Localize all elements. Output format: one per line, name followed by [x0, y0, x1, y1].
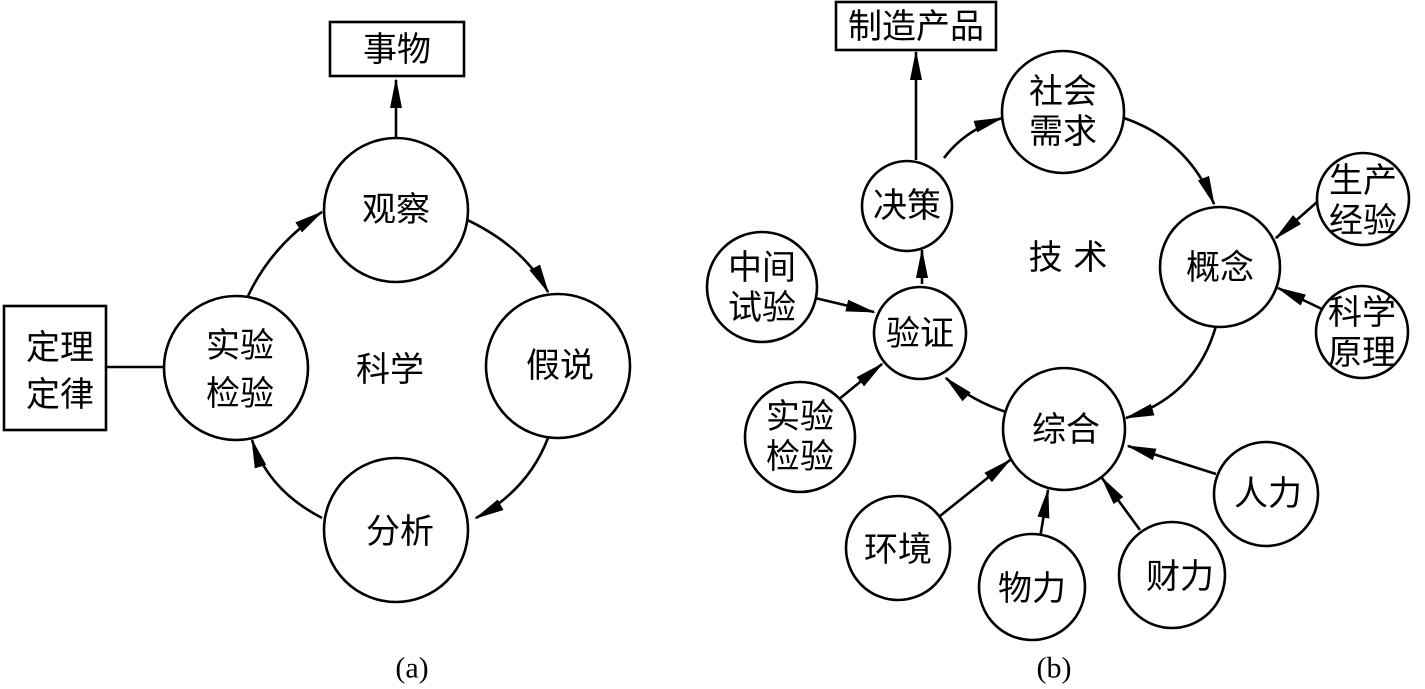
science-center-label: 科学 — [356, 350, 424, 390]
node-hypothesis: 假说 — [484, 292, 632, 440]
node-concept: 概念 — [1158, 205, 1282, 329]
node-experiment-a-label-2: 检验 — [206, 374, 274, 414]
node-observe: 观察 — [322, 136, 470, 284]
node-science-label-2: 原理 — [1328, 333, 1396, 373]
node-verify-label: 验证 — [886, 314, 954, 354]
node-hypothesis-label: 假说 — [526, 346, 594, 386]
node-pilot: 中间 试验 — [705, 230, 819, 344]
arrow-manpower-to-synthesis — [1126, 444, 1217, 476]
node-manpower: 人力 — [1212, 440, 1320, 548]
product-label: 制造产品 — [848, 7, 984, 47]
node-material: 物力 — [977, 532, 1087, 642]
arrow-experiment-to-verify — [837, 362, 884, 402]
node-environment-label: 环境 — [864, 530, 932, 570]
node-material-label: 物力 — [998, 569, 1066, 609]
caption-a: (a) — [395, 652, 428, 685]
node-science: 科学 原理 — [1314, 284, 1410, 380]
arrow-experiment-to-observe — [246, 210, 324, 297]
node-decision-label: 决策 — [873, 186, 941, 226]
node-experiment-b-label-2: 检验 — [766, 437, 834, 477]
node-synthesis: 综合 — [1001, 366, 1127, 492]
node-demand-label-1: 社会 — [1029, 72, 1097, 112]
node-production-label-1: 生产 — [1329, 161, 1397, 201]
panel-b: 制造产品 社会 需求 决策 概念 生产 经验 科学 原理 中间 — [705, 0, 1411, 685]
arrow-demand-to-concept — [1123, 116, 1216, 206]
arrow-synthesis-to-verify — [944, 376, 1007, 414]
laws-label-line-1: 定理 — [26, 328, 94, 368]
node-experiment-b: 实验 检验 — [743, 380, 857, 494]
node-experiment-b-label-1: 实验 — [766, 397, 834, 437]
node-analysis-label: 分析 — [366, 512, 434, 552]
node-manpower-label: 人力 — [1234, 474, 1302, 514]
things-box: 事物 — [328, 20, 466, 78]
node-production-label-2: 经验 — [1329, 201, 1397, 241]
node-observe-label: 观察 — [362, 190, 430, 230]
node-synthesis-label: 综合 — [1032, 410, 1100, 450]
node-concept-label: 概念 — [1186, 248, 1254, 288]
technology-center-label: 技 术 — [1029, 238, 1108, 278]
node-experiment-a-label-1: 实验 — [206, 326, 274, 366]
arrow-analysis-to-experiment — [250, 438, 323, 520]
caption-b: (b) — [1037, 652, 1072, 685]
node-production: 生产 经验 — [1315, 151, 1411, 247]
arrow-hypothesis-to-analysis — [474, 437, 550, 520]
node-decision: 决策 — [860, 159, 954, 253]
node-verify: 验证 — [872, 285, 968, 381]
laws-label-line-2: 定律 — [26, 375, 94, 415]
arrow-science-to-concept — [1276, 286, 1325, 312]
node-environment: 环境 — [844, 494, 952, 602]
arrow-pilot-to-verify — [814, 296, 876, 314]
arrow-concept-to-synthesis — [1124, 325, 1218, 420]
arrow-decision-to-demand — [942, 116, 1004, 159]
product-box: 制造产品 — [834, 0, 998, 52]
node-pilot-label-2: 试验 — [728, 288, 796, 328]
arrow-finance-to-synthesis — [1100, 476, 1142, 531]
arrow-environment-to-synthesis — [939, 458, 1012, 518]
node-experiment-a: 实验 检验 — [162, 294, 310, 442]
node-science-label-1: 科学 — [1328, 293, 1396, 333]
node-demand: 社会 需求 — [1000, 49, 1126, 175]
node-analysis: 分析 — [322, 456, 470, 604]
node-finance: 财力 — [1117, 520, 1227, 630]
node-finance-label: 财力 — [1146, 557, 1214, 597]
node-demand-label-2: 需求 — [1029, 112, 1097, 152]
node-pilot-label-1: 中间 — [728, 248, 796, 288]
panel-a: 事物 定理 定律 观察 假说 分析 实验 检验 科学 (a) — [2, 20, 632, 685]
laws-box: 定理 定律 — [2, 304, 108, 432]
arrow-material-to-synthesis — [1037, 488, 1050, 539]
things-label: 事物 — [363, 30, 431, 70]
